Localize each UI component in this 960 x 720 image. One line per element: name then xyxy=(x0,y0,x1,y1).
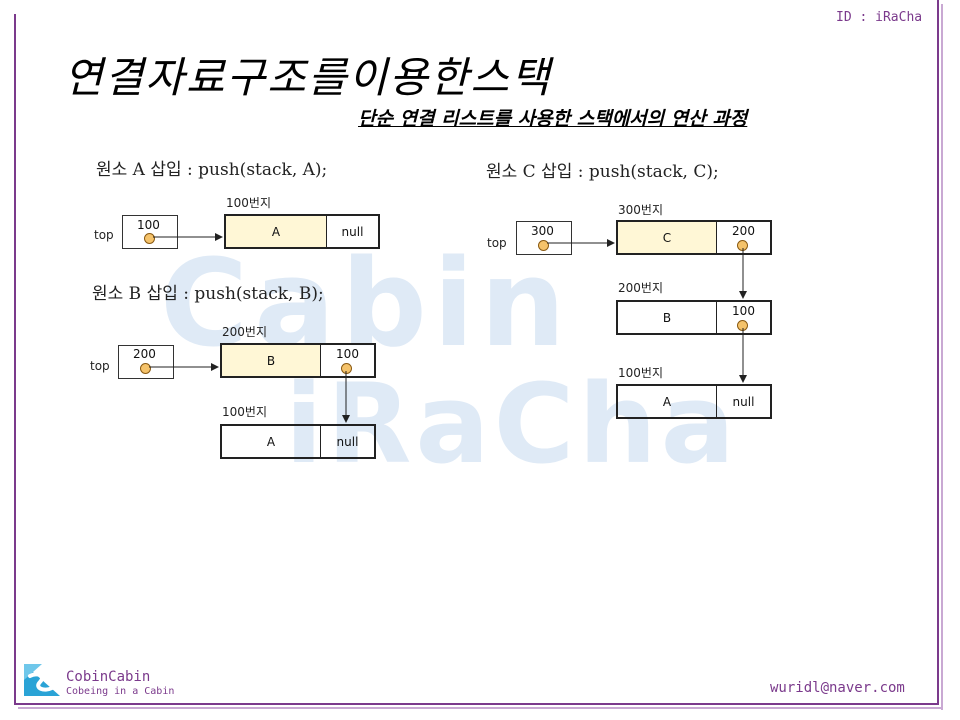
node-data: A xyxy=(222,426,321,457)
node-link-value: 200 xyxy=(732,224,755,238)
node-link: null xyxy=(732,394,755,409)
frame-shadow-right xyxy=(941,4,943,710)
pointer-dot xyxy=(140,363,151,374)
node-data: A xyxy=(226,216,327,247)
node-data: A xyxy=(618,386,717,417)
node-link-value: 100 xyxy=(732,304,755,318)
node-address: 100번지 xyxy=(226,196,271,210)
page-title: 연결자료구조를이용한스택 xyxy=(64,53,552,102)
frame-shadow-bottom xyxy=(18,707,943,709)
top-label: top xyxy=(90,359,110,373)
node-data: C xyxy=(618,222,717,253)
node-c: C 200 xyxy=(616,220,772,255)
top-pointer-box: 300 xyxy=(516,221,572,255)
top-label: top xyxy=(94,228,114,242)
pointer-dot xyxy=(144,233,155,244)
frame-left xyxy=(14,14,16,704)
top-pointer-value: 200 xyxy=(133,347,156,361)
top-label: top xyxy=(487,236,507,250)
node-address: 100번지 xyxy=(222,405,267,419)
top-pointer-value: 300 xyxy=(531,224,554,238)
node-address: 100번지 xyxy=(618,366,663,380)
cobincabin-logo-icon xyxy=(24,664,60,696)
pointer-dot xyxy=(538,240,549,251)
node-data: B xyxy=(618,302,717,333)
id-label: ID : iRaCha xyxy=(836,10,923,25)
node-address: 200번지 xyxy=(222,325,267,339)
frame-right xyxy=(937,0,939,704)
brand-tagline: Cobeing in a Cabin xyxy=(66,686,175,697)
top-pointer-value: 100 xyxy=(137,218,160,232)
node-a: A null xyxy=(224,214,380,249)
node-link: null xyxy=(341,224,364,239)
node-b: B 100 xyxy=(616,300,772,335)
page-subtitle: 단순 연결 리스트를 사용한 스택에서의 연산 과정 xyxy=(358,108,748,130)
brand-name: CobinCabin xyxy=(66,669,151,685)
node-link: 100 xyxy=(717,302,770,333)
node-address: 200번지 xyxy=(618,281,663,295)
node-a: A null xyxy=(616,384,772,419)
top-pointer-box: 200 xyxy=(118,345,174,379)
node-address: 300번지 xyxy=(618,203,663,217)
caption-push-a: 원소 A 삽입 : push(stack, A); xyxy=(96,160,328,180)
node-data: B xyxy=(222,345,321,376)
node-link: 200 xyxy=(717,222,770,253)
top-pointer-box: 100 xyxy=(122,215,178,249)
caption-push-b: 원소 B 삽입 : push(stack, B); xyxy=(92,284,324,304)
caption-push-c: 원소 C 삽입 : push(stack, C); xyxy=(486,162,719,182)
node-b: B 100 xyxy=(220,343,376,378)
node-link-value: 100 xyxy=(336,347,359,361)
frame-bottom xyxy=(14,703,939,705)
node-a: A null xyxy=(220,424,376,459)
node-link: null xyxy=(336,434,359,449)
author-email: wuridl@naver.com xyxy=(770,680,905,696)
